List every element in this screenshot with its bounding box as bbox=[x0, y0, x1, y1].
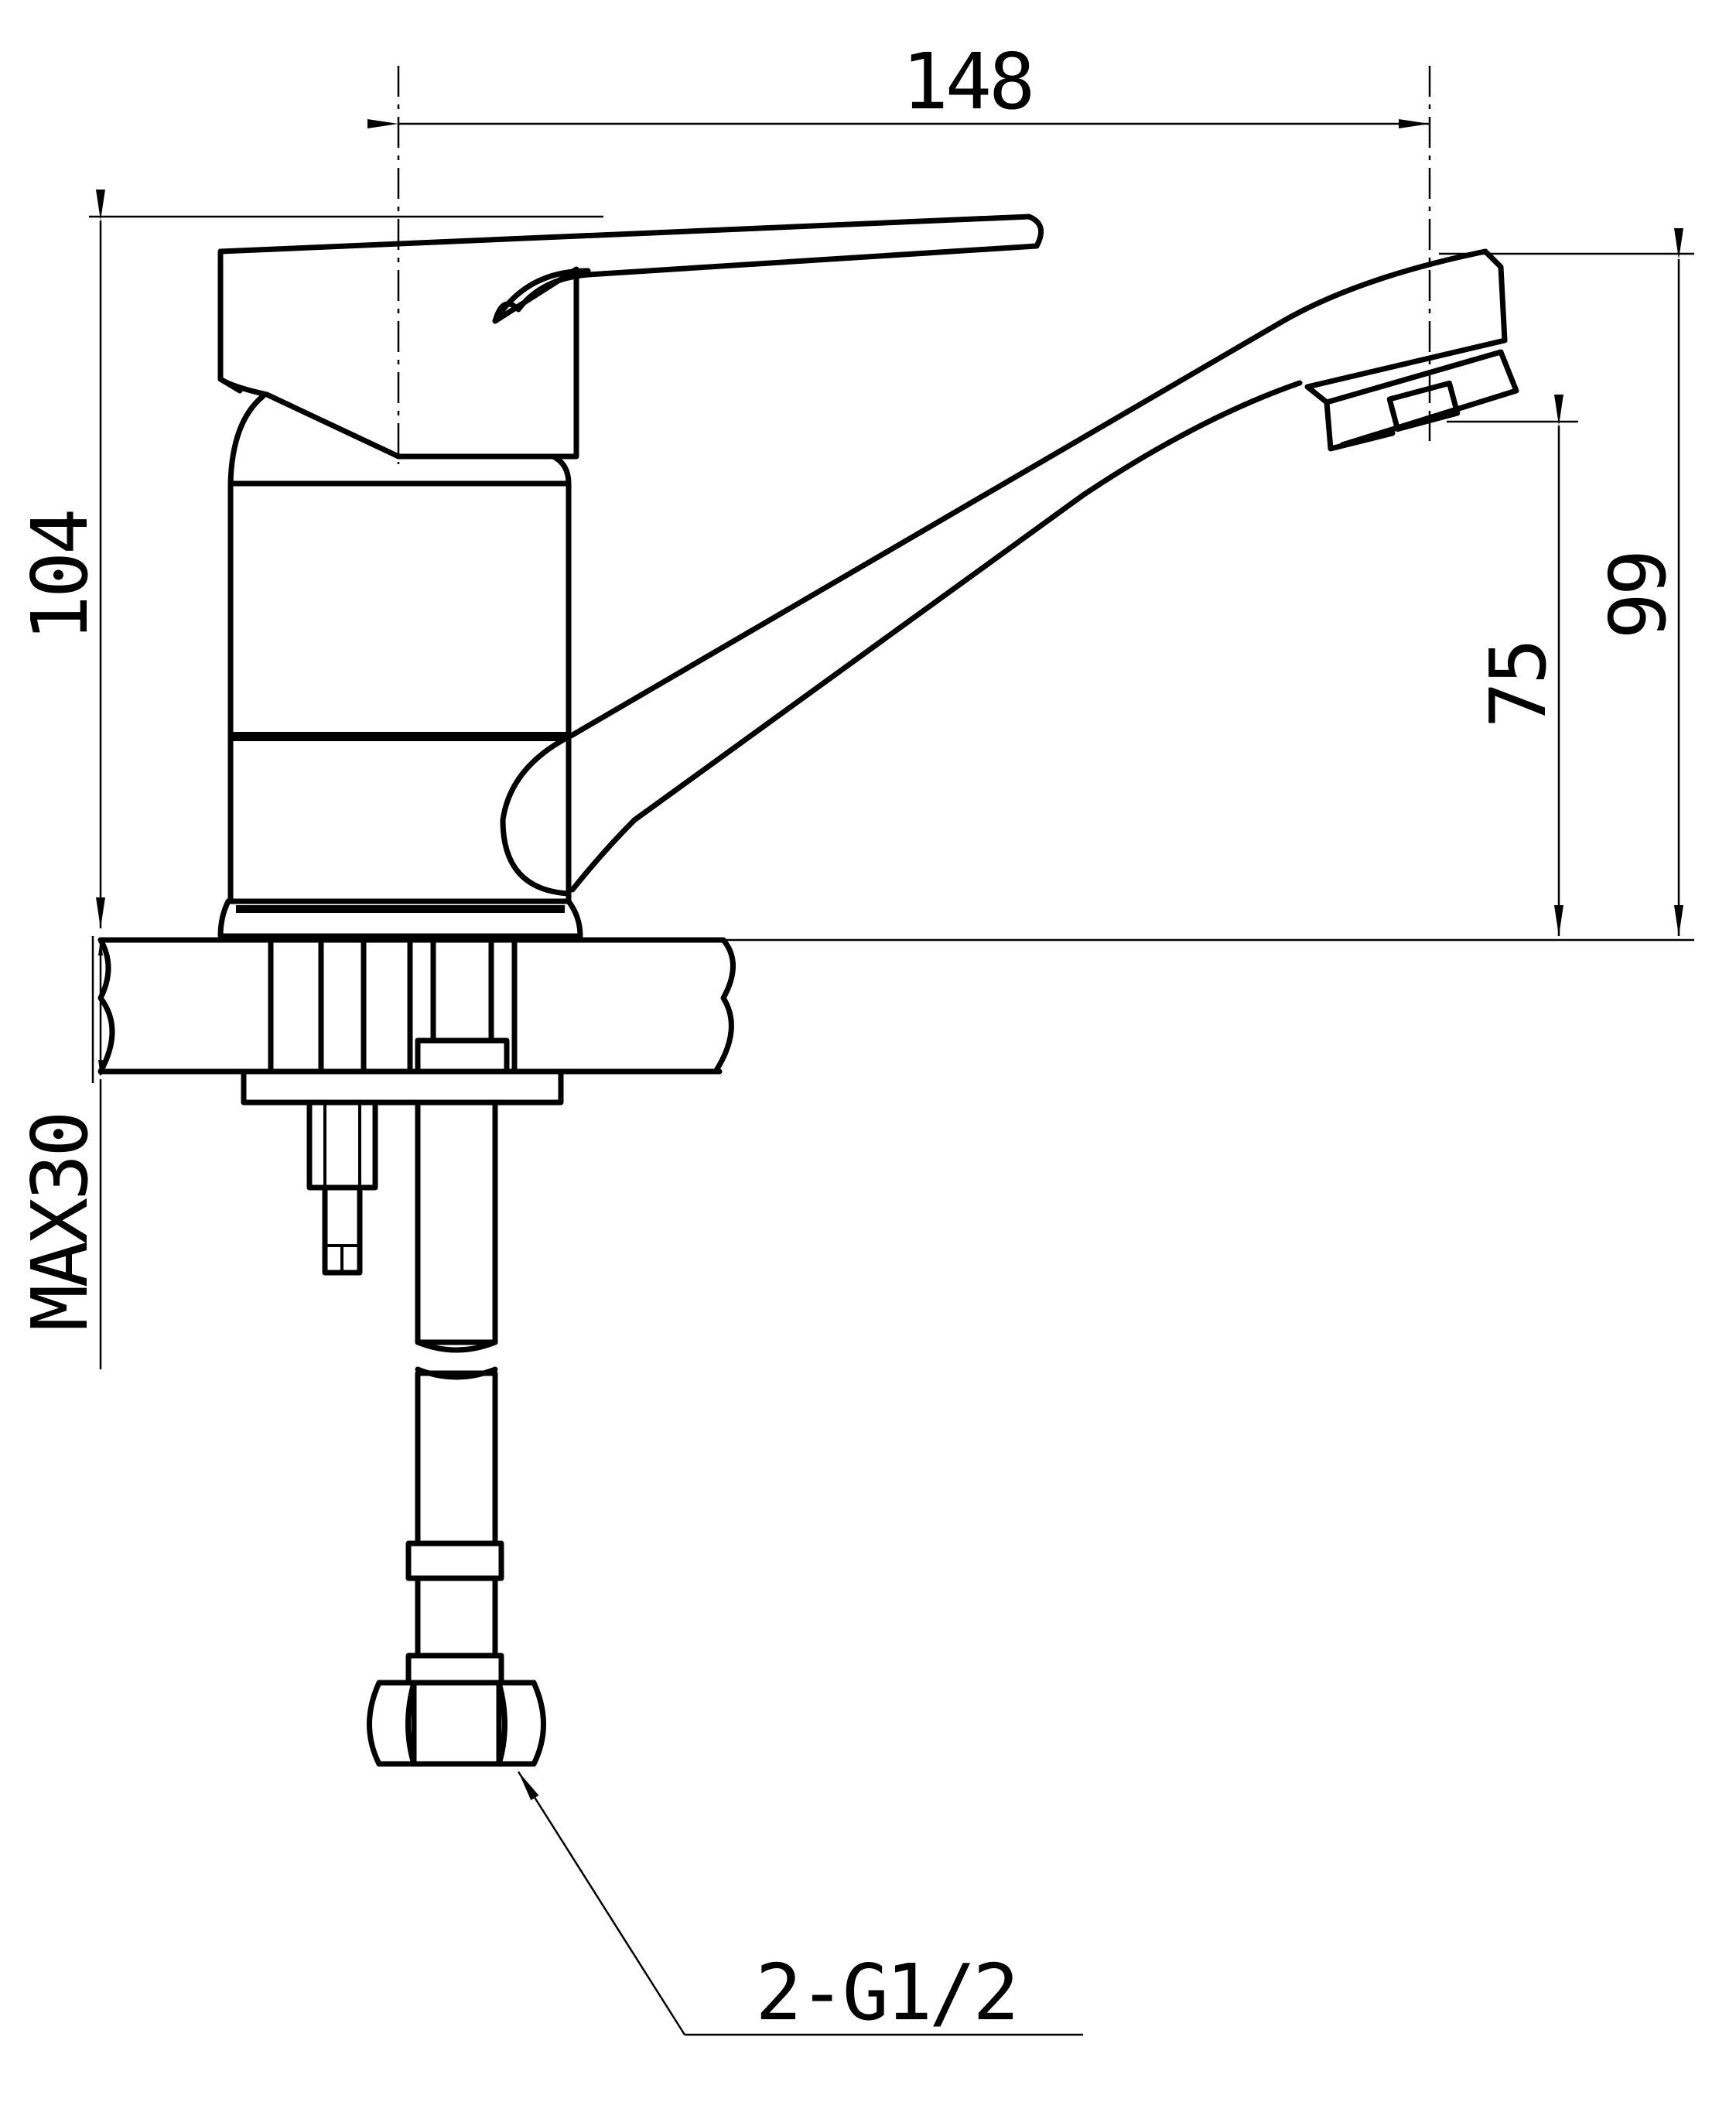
faucet-spout bbox=[500, 248, 1519, 897]
connection-label: 2-G1/2 bbox=[755, 1947, 1016, 2038]
dimension-total-height: 104 bbox=[15, 190, 603, 928]
dimension-label-max30: MAX30 bbox=[15, 1113, 105, 1331]
faucet-body bbox=[217, 214, 1044, 939]
dimension-max-thickness: MAX30 bbox=[15, 936, 105, 1369]
dimension-spout-heights: 75 99 bbox=[588, 228, 1694, 942]
connection-callout: 2-G1/2 bbox=[517, 1771, 1083, 2038]
dimension-label-104: 104 bbox=[15, 511, 105, 642]
mounting-hardware bbox=[241, 937, 564, 1276]
dimension-label-148: 148 bbox=[902, 36, 1033, 127]
dimension-label-75: 75 bbox=[1473, 641, 1563, 728]
dimension-label-99: 99 bbox=[1593, 552, 1683, 639]
braided-hose bbox=[367, 1099, 546, 1767]
dimension-width: 148 bbox=[367, 36, 1431, 464]
